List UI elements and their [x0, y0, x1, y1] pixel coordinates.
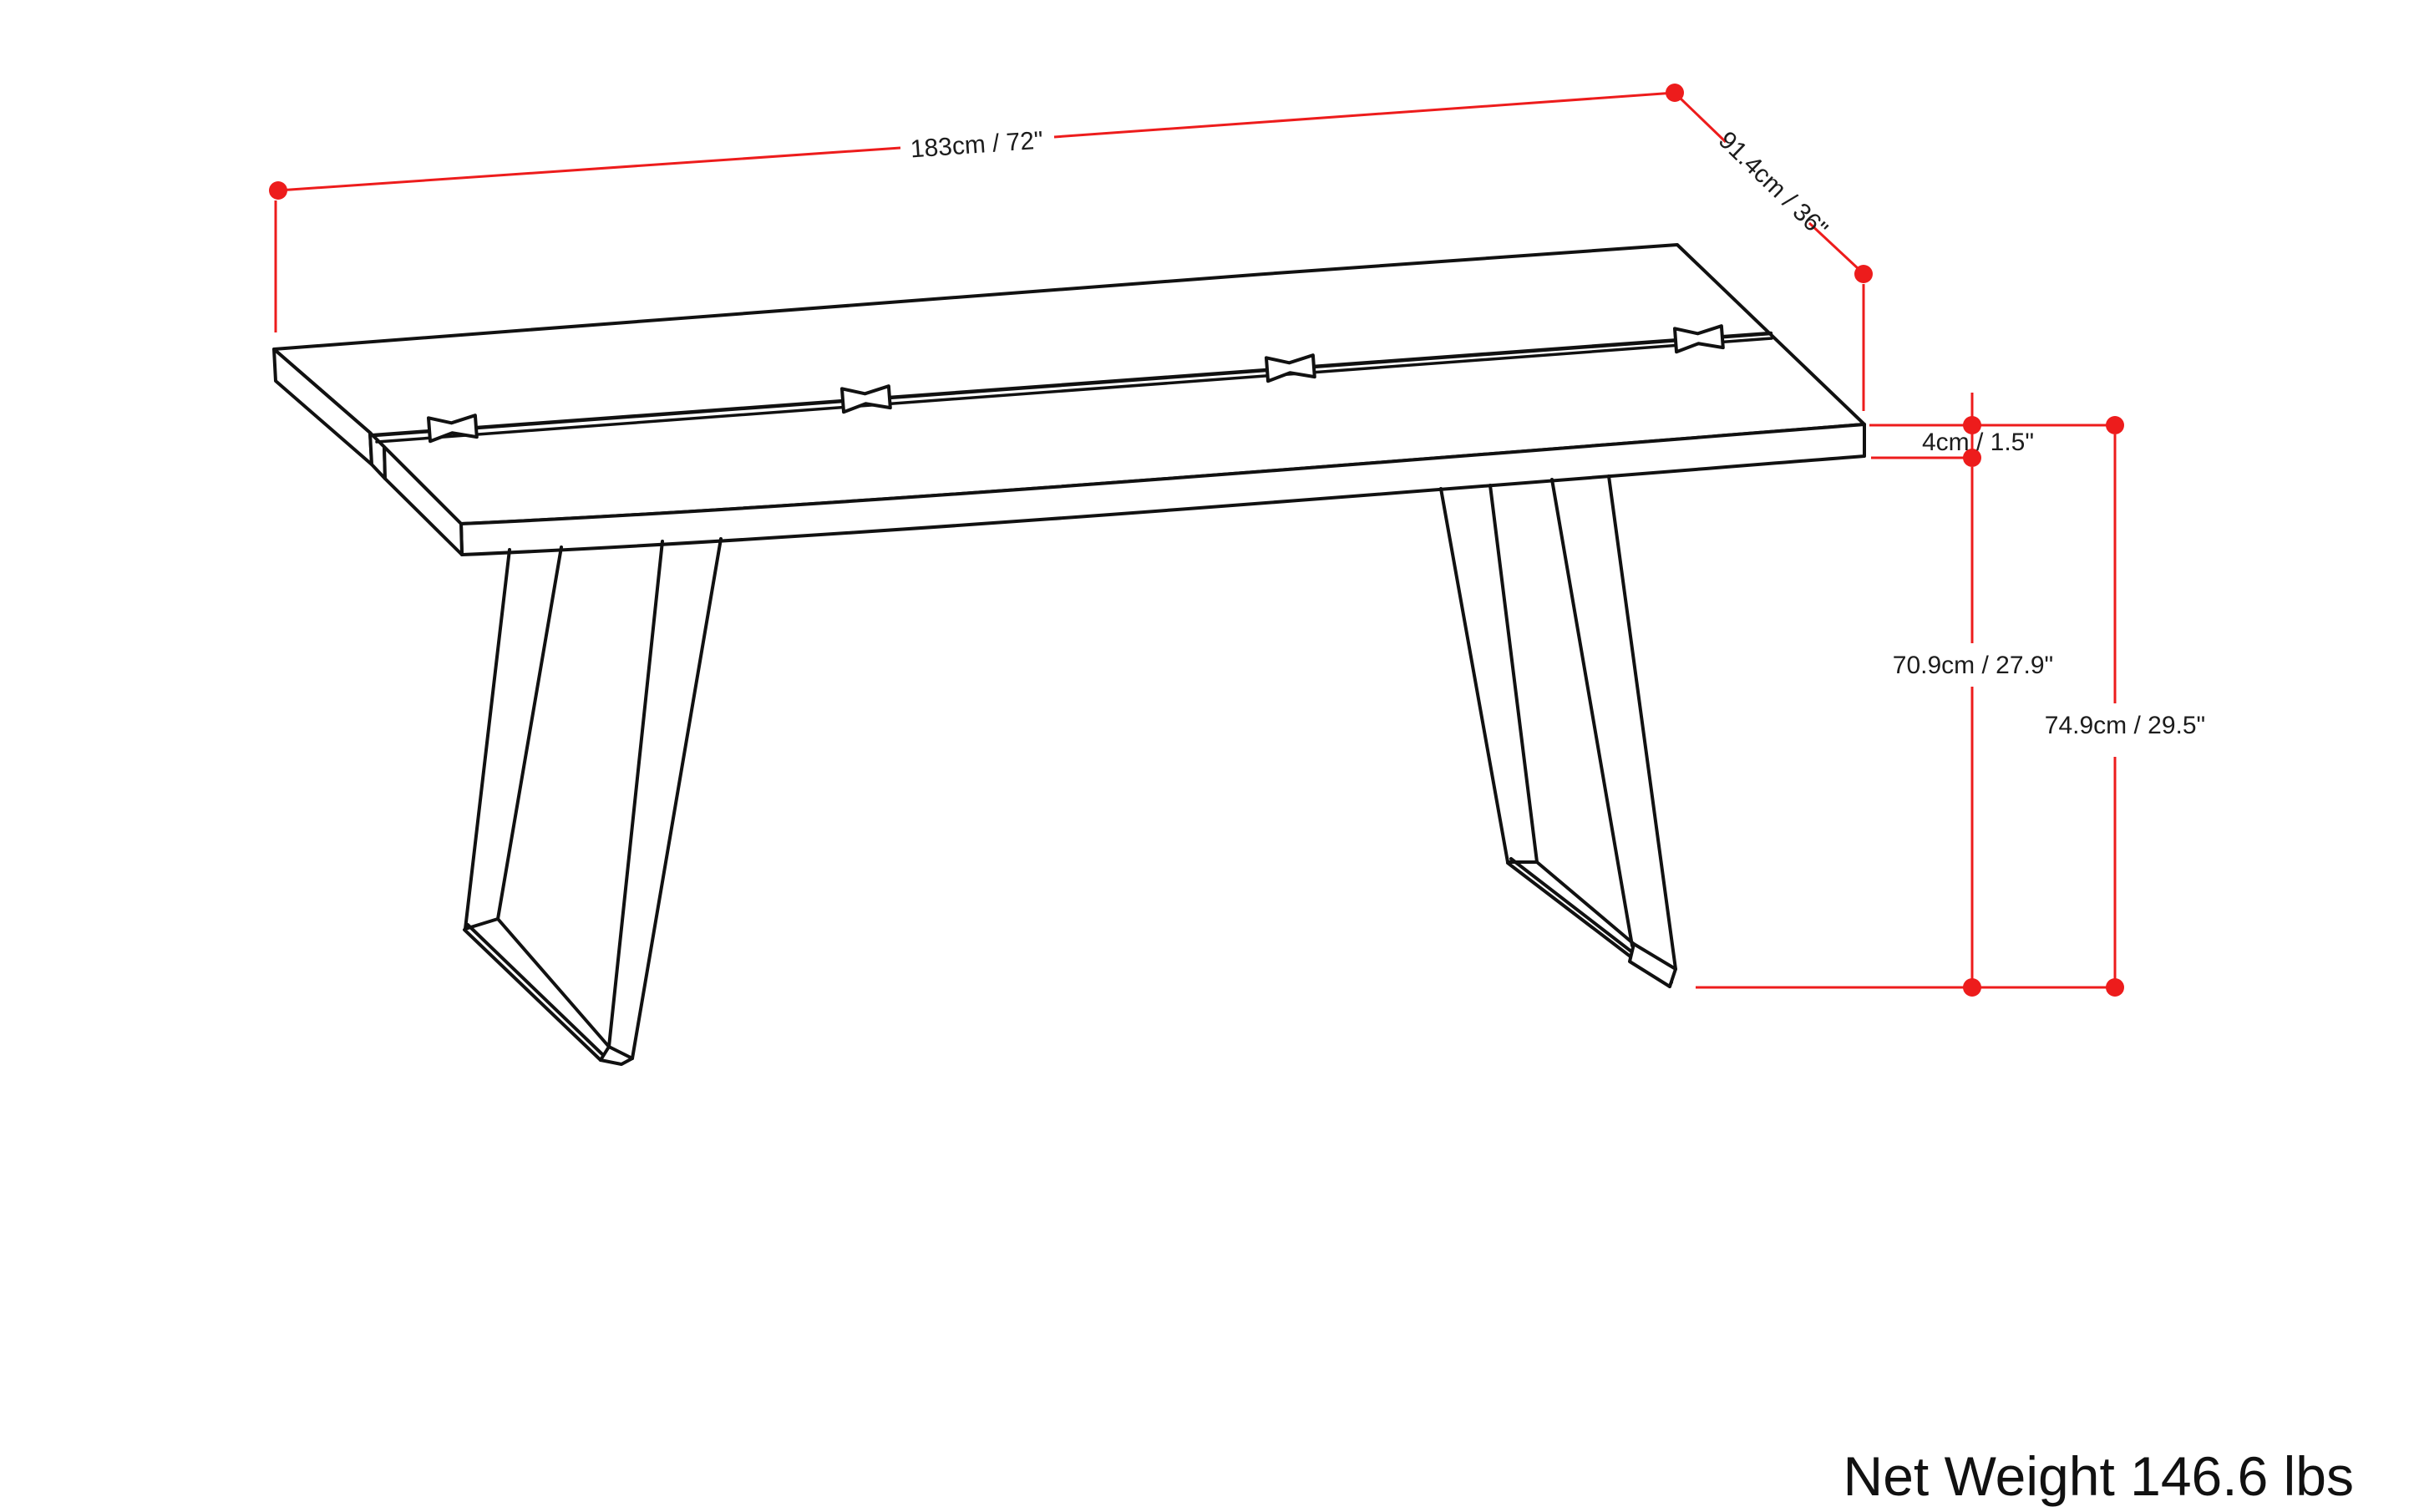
tabletop-front-face: [459, 423, 1866, 556]
total-height-dimension: 74.9cm / 29.5": [2045, 416, 2205, 997]
right-leg-inner-left-edge: [1488, 484, 1539, 864]
left-leg-outer-right-edge: [631, 537, 723, 1060]
left-leg-window-bottom-edge: [496, 917, 611, 1048]
length-dimension-label: 183cm / 72": [910, 127, 1044, 164]
right-leg-outer-left-edge: [1439, 487, 1509, 864]
plank-seam: [372, 331, 1773, 444]
net-weight-label: Net Weight 146.6 lbs: [1843, 1445, 2354, 1507]
under-height-dimension: 70.9cm / 27.9": [1893, 467, 2053, 997]
dimension-endpoint-dot: [269, 181, 287, 200]
left-leg-inner-right-edge: [607, 540, 664, 1048]
dimension-endpoint-dot: [1666, 84, 1684, 102]
bowtie-joints: [426, 324, 1725, 444]
left-leg-foot-top-line: [466, 923, 605, 1057]
left-leg-foot-back-edge: [464, 917, 500, 931]
left-leg-foot-end-face: [599, 1045, 634, 1066]
right-leg: [1439, 474, 1677, 988]
length-dimension-line-right: [1053, 91, 1676, 139]
thickness-dimension: 4cm / 1.5": [1869, 393, 2115, 467]
seam-line-upper: [372, 331, 1773, 438]
right-leg-foot-end-face: [1628, 942, 1677, 988]
bowtie-joint: [426, 414, 479, 444]
depth-dimension-label: 91.4cm / 36": [1713, 126, 1833, 243]
thickness-dimension-label: 4cm / 1.5": [1922, 429, 2034, 456]
depth-dimension-line-upper: [1679, 97, 1727, 144]
table-drawing: [272, 243, 1866, 1066]
right-leg-inner-right-edge: [1550, 478, 1634, 947]
right-leg-outer-right-edge: [1607, 474, 1677, 971]
bowtie-joint: [839, 384, 892, 414]
seam-line-lower: [375, 337, 1773, 444]
right-leg-window-bottom-edge: [1535, 860, 1636, 946]
left-leg-inner-left-edge: [496, 545, 563, 921]
total-height-dimension-label: 74.9cm / 29.5": [2045, 712, 2205, 739]
dimension-endpoint-dot: [2106, 416, 2124, 434]
depth-dimension-line-lower: [1808, 221, 1860, 271]
bowtie-joint: [1672, 324, 1725, 354]
left-leg-outer-left-edge: [464, 548, 511, 931]
tabletop-left-end-front-plank-face: [383, 445, 464, 556]
dimension-endpoint-dot: [1854, 265, 1873, 283]
left-leg-foot-bottom-line: [463, 928, 602, 1062]
length-dimension-line-left: [277, 146, 901, 192]
bowtie-joint: [1264, 353, 1316, 383]
under-height-dimension-label: 70.9cm / 27.9": [1893, 652, 2053, 679]
left-leg: [463, 537, 723, 1066]
dimension-endpoint-dot: [1963, 416, 1981, 434]
dimension-endpoint-dot: [1963, 449, 1981, 467]
